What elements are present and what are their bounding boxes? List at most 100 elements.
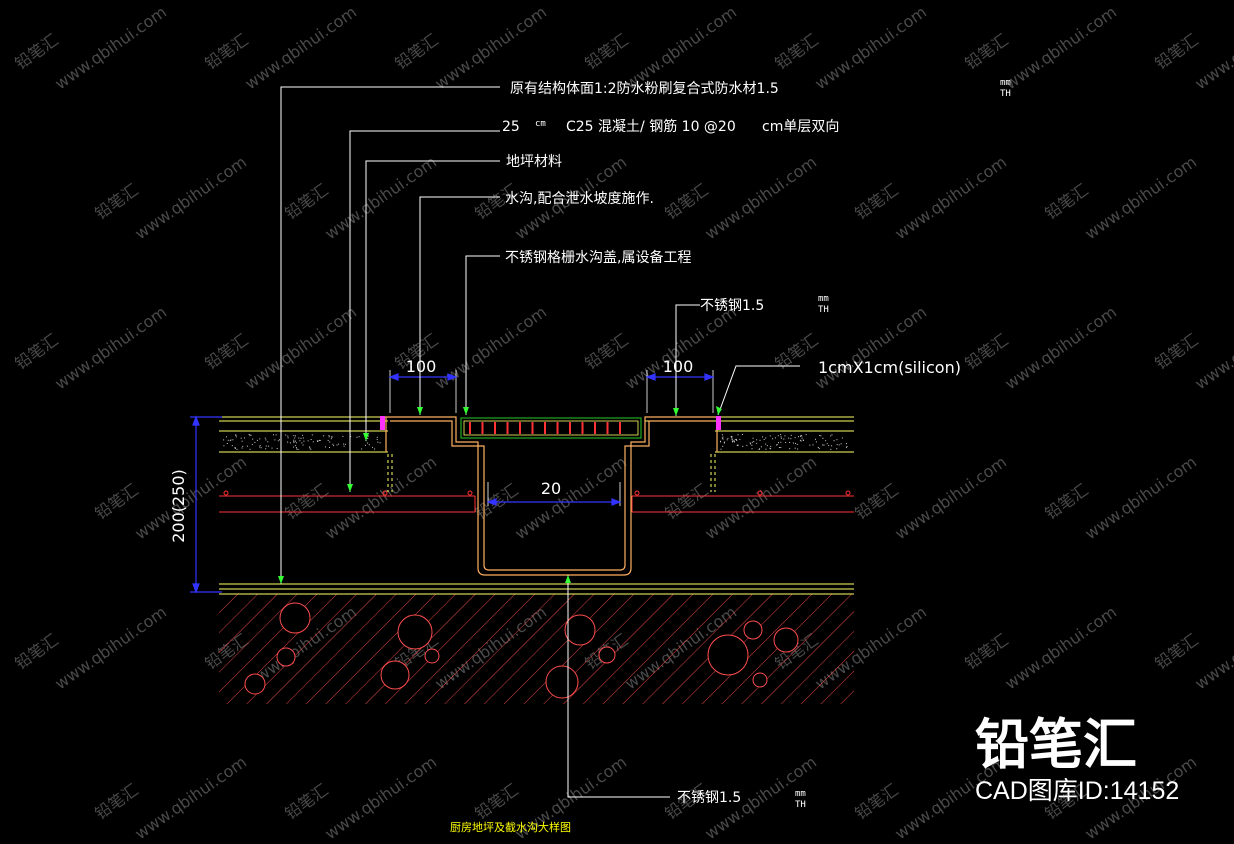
speckle-dot [741,434,743,435]
speckle-dot [736,438,737,440]
speckle-dot [778,447,780,448]
speckle-dot [235,436,237,438]
watermark-text: www.qbihui.com [51,302,170,393]
speckle-dot [311,434,313,436]
speckle-dot [720,440,721,442]
speckle-dot [275,434,277,436]
watermark-text: www.qbihui.com [621,302,740,393]
speckle-dot [317,441,319,442]
speckle-dot [823,444,825,446]
watermark-text: www.qbihui.com [131,152,250,243]
speckle-dot [376,438,378,440]
speckle-dot [788,437,790,439]
speckle-dot [236,448,238,450]
speckle-dot [324,446,326,448]
speckle-dot [797,448,799,450]
speckle-dot [746,444,748,446]
silicon-seal [380,416,721,430]
unit-mark-right: mm [818,294,829,304]
brand-name: 铅笔汇 [975,713,1137,776]
speckle-dot [845,447,847,449]
watermark-brand: 铅笔汇 [11,630,61,673]
speckle-dot [367,435,369,437]
leader-lines [280,86,800,798]
speckle-dot [358,436,360,438]
speckle-dot [737,434,739,436]
watermark-text: www.qbihui.com [811,2,930,93]
speckle-dot [279,439,280,441]
watermark-text: www.qbihui.com [891,152,1010,243]
speckle-dot [833,440,835,442]
speckle-dot [259,446,261,448]
drawing-title: 厨房地坪及截水沟大样图 [450,820,571,834]
watermark-brand: 铅笔汇 [391,30,441,73]
speckle-dot [780,447,782,448]
speckle-dot [750,443,752,445]
label-concrete: C25 混凝土/ 钢筋 10 @20 [566,118,736,135]
watermark-text: www.qbihui.com [701,152,820,243]
speckle-dot [365,444,366,446]
grate-cover [460,417,642,439]
speckle-dot [376,436,378,438]
speckle-dot [319,440,321,441]
dim-right-width: 100 [663,357,694,376]
speckle-dot [830,448,832,450]
speckle-dot [770,448,772,450]
speckle-dot [301,442,303,444]
speckle-dot [295,435,296,437]
speckle-dot [830,435,832,437]
unit-sub-bottom: TH [795,800,806,810]
speckle-dot [265,448,267,450]
speckle-dot [780,437,782,439]
watermark-brand: 铅笔汇 [1151,330,1201,373]
watermark-text: www.qbihui.com [701,452,820,543]
speckle-dot [293,441,295,443]
speckle-dot [777,435,779,437]
speckle-dot [846,446,848,447]
speckle-dot [293,446,295,448]
dim-left-width: 100 [406,357,437,376]
watermark-brand: 铅笔汇 [1041,480,1091,523]
watermark-brand: 铅笔汇 [1151,30,1201,73]
speckle-dot [330,436,332,438]
speckle-dot [822,444,824,446]
speckle-dot [784,435,786,437]
watermark-text: www.qbihui.com [321,452,440,543]
watermark-brand: 铅笔汇 [471,780,521,823]
speckle-dot [250,434,252,436]
unit-sub-top: TH [1000,89,1011,99]
speckle-dot [801,435,803,437]
watermark-text: www.qbihui.com [511,452,630,543]
speckle-dot [271,447,273,449]
speckle-dot [759,439,761,441]
speckle-dot [838,444,840,446]
speckle-dot [840,443,842,445]
speckle-dot [778,442,779,444]
speckle-dot [361,448,363,450]
speckle-dot [226,436,227,438]
speckle-dot [742,445,744,447]
speckle-dot [223,439,225,441]
speckle-dot [297,448,299,450]
speckle-dot [287,435,289,437]
speckle-dot [812,444,814,446]
speckle-dot [310,448,312,450]
dim-channel-width: 20 [541,479,561,498]
speckle-dot [256,439,258,441]
watermark-brand: 铅笔汇 [281,780,331,823]
speckle-dot [379,442,381,444]
speckle-dot [293,435,295,437]
speckle-dot [344,443,346,445]
speckle-dot [766,445,768,447]
speckle-dot [722,445,724,447]
watermark-text: www.qbihui.com [1001,302,1120,393]
speckle-dot [294,437,296,439]
speckle-dot [329,441,331,443]
speckle-dot [287,441,289,443]
speckle-dot [732,440,733,442]
speckle-dot [303,440,305,442]
speckle-dot [302,444,304,446]
speckle-dot [731,436,733,438]
watermark-brand: 铅笔汇 [201,30,251,73]
